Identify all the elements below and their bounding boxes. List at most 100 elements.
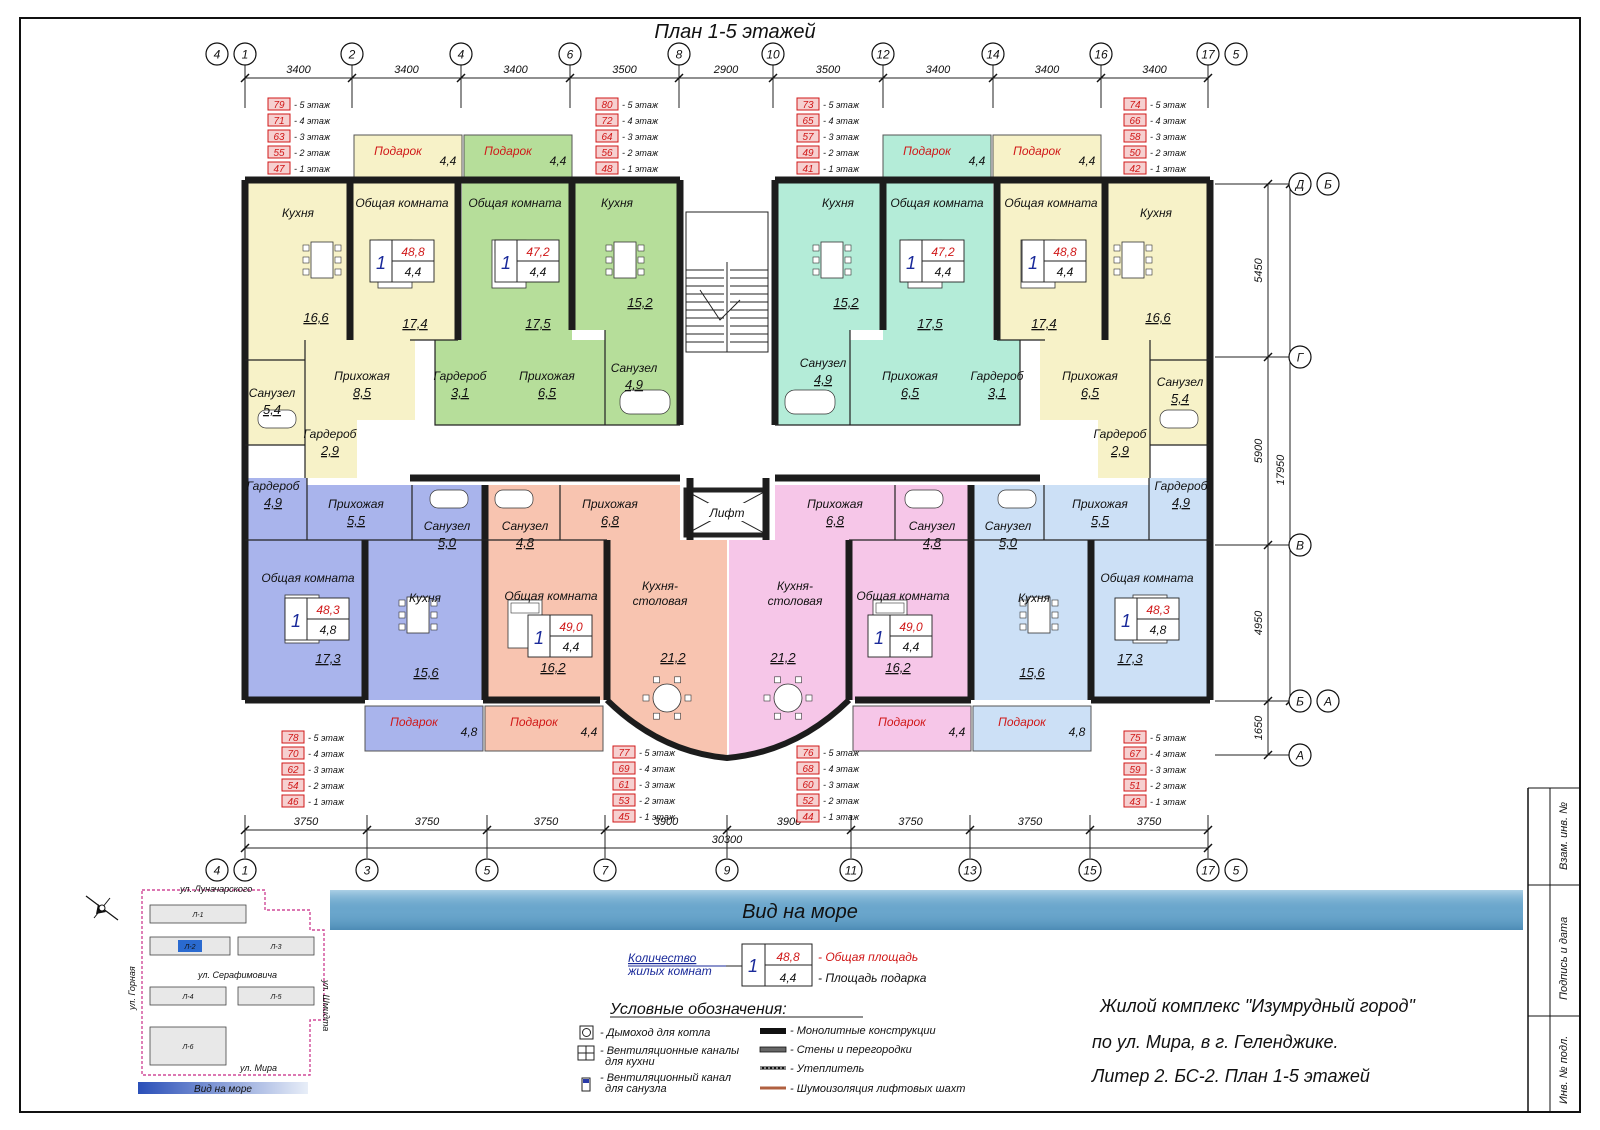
top-axis-marker [761, 42, 785, 66]
apartment-number: 74 [1129, 100, 1141, 111]
project-title: Жилой комплекс "Изумрудный город" по ул.… [1091, 996, 1416, 1086]
top-axis-marker-label: 10 [766, 48, 780, 62]
top-axis-marker-label: 16 [1094, 48, 1108, 62]
room-area: 5,0 [438, 535, 457, 550]
site-block-label: Л-3 [269, 944, 281, 951]
apartment-total-area: 48,8 [1053, 245, 1077, 259]
floor-label: - 3 этаж [1150, 132, 1187, 142]
room-area: 4,9 [1172, 495, 1190, 510]
apartment-gift-area: 4,4 [935, 265, 952, 279]
bottom-axis-marker [839, 858, 863, 882]
bottom-dim: 3750 [294, 816, 319, 828]
room-area: 17,5 [917, 316, 943, 331]
apartment-number: 67 [1129, 749, 1141, 760]
balcony-label: Подарок [390, 715, 439, 729]
svg-text:- Площадь подарка: - Площадь подарка [818, 971, 927, 985]
balcony-area: 4,4 [969, 154, 986, 168]
room-name: Санузел [909, 519, 956, 533]
floor-label: - 5 этаж [823, 100, 860, 110]
room-b1-balcony [364, 705, 484, 752]
apartment-number: 63 [273, 132, 285, 143]
room-area: 5,5 [347, 513, 366, 528]
room-area: 4,9 [814, 372, 832, 387]
room-area: 15,2 [627, 295, 653, 310]
right-dim: 5900 [1253, 438, 1265, 463]
room-area: 17,4 [1031, 316, 1056, 331]
room-name: Кухня [1018, 591, 1051, 605]
bottom-axis-marker [1224, 858, 1248, 882]
right-axis-marker-label: Б [1324, 178, 1332, 192]
right-axis-marker-label: Б [1296, 695, 1304, 709]
right-axis-marker [1288, 689, 1312, 713]
room-name: Прихожая [328, 497, 384, 511]
apartment-number: 54 [287, 781, 299, 792]
apartment-rooms-count: 1 [291, 611, 301, 631]
svg-text:ул. Луначарского: ул. Луначарского [179, 884, 252, 894]
top-dim: 3400 [503, 64, 528, 76]
top-dim: 3500 [816, 64, 841, 76]
north-arrow-icon [85, 895, 119, 921]
room-name: Прихожая [1072, 497, 1128, 511]
room-a4-bath [1150, 360, 1210, 445]
floor-label: - 5 этаж [639, 748, 676, 758]
balcony-label: Подарок [998, 715, 1047, 729]
room-a2-hall [435, 340, 605, 425]
floor-label: - 3 этаж [823, 780, 860, 790]
top-axis-marker [205, 42, 229, 66]
apartment-number: 70 [287, 749, 299, 760]
top-axis-marker [871, 42, 895, 66]
top-dim: 3400 [286, 64, 311, 76]
room-area: 3,1 [988, 385, 1006, 400]
floor-label: - 3 этаж [1150, 765, 1187, 775]
floor-label: - 3 этаж [622, 132, 659, 142]
room-area: 4,9 [625, 377, 643, 392]
right-axis-marker-label: А [1323, 695, 1332, 709]
apartment-total-area: 47,2 [931, 245, 955, 259]
top-axis-marker-label: 8 [676, 48, 683, 62]
room-name: Кухня [822, 196, 855, 210]
stamp-text-2: Подпись и дата [1558, 917, 1570, 1000]
room-name: Гардероб [434, 369, 488, 383]
floor-label: - 1 этаж [622, 164, 659, 174]
site-block-label: Л-6 [181, 1044, 193, 1051]
stamp-text-3: Инв. № подл. [1558, 1036, 1570, 1104]
apartment-number: 72 [601, 116, 613, 127]
apartment-number: 46 [287, 797, 299, 808]
bottom-axis-marker-label: 9 [724, 864, 731, 878]
apartment-total-area: 47,2 [526, 245, 550, 259]
apartment-number: 75 [1129, 733, 1141, 744]
floor-label: - 4 этаж [622, 116, 659, 126]
bottom-axis-marker-label: 13 [963, 864, 977, 878]
room-area: 16,6 [1145, 310, 1171, 325]
apartment-number: 51 [1129, 781, 1140, 792]
svg-text:48,8: 48,8 [776, 950, 800, 964]
apartment-number: 59 [1129, 765, 1141, 776]
apartment-rooms-count: 1 [1121, 611, 1131, 631]
bottom-axis-marker-label: 5 [484, 864, 491, 878]
svg-text:жилых комнат: жилых комнат [627, 964, 712, 978]
top-axis-marker-label: 14 [986, 48, 1000, 62]
apartment-number: 55 [273, 148, 285, 159]
apartment-rooms-count: 1 [1028, 253, 1038, 273]
right-dim: 1650 [1253, 715, 1265, 740]
room-name: Санузел [800, 356, 847, 370]
bottom-total-dim: 30300 [712, 834, 743, 846]
room-name: Прихожая [334, 369, 390, 383]
bottom-dim: 3900 [777, 816, 802, 828]
floor-label: - 5 этаж [1150, 100, 1187, 110]
svg-text:Литер 2. БС-2. План 1-5 этажей: Литер 2. БС-2. План 1-5 этажей [1091, 1066, 1370, 1086]
room-area: 2,9 [1110, 443, 1129, 458]
apartment-total-area: 49,0 [559, 620, 583, 634]
right-axis-marker [1316, 172, 1340, 196]
room-a2-balcony [463, 134, 573, 181]
room-name: Гардероб [1094, 427, 1148, 441]
balcony-label: Подарок [484, 144, 533, 158]
apartment-number: 52 [802, 796, 814, 807]
room-a3-balcony [882, 134, 992, 181]
room-area: 15,6 [1019, 665, 1045, 680]
balcony-label: Подарок [1013, 144, 1062, 158]
top-dim: 3400 [926, 64, 951, 76]
